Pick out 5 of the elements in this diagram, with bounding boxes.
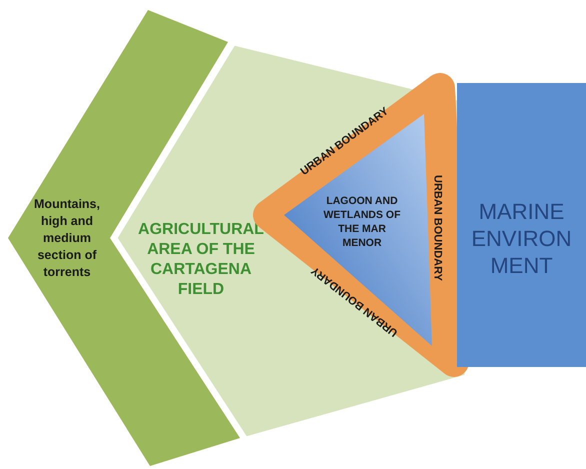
zone-label: Mountains, high and medium section of torrents — [33, 196, 101, 281]
zone-label: URBAN BOUNDARY — [432, 175, 442, 281]
zone-label: AGRICULTURAL AREA OF THE CARTAGENA FIELD — [137, 220, 265, 300]
zone-label: LAGOON AND WETLANDS OF THE MAR MENOR — [322, 194, 402, 250]
zone-label: MARINE ENVIRON MENT — [470, 198, 573, 279]
